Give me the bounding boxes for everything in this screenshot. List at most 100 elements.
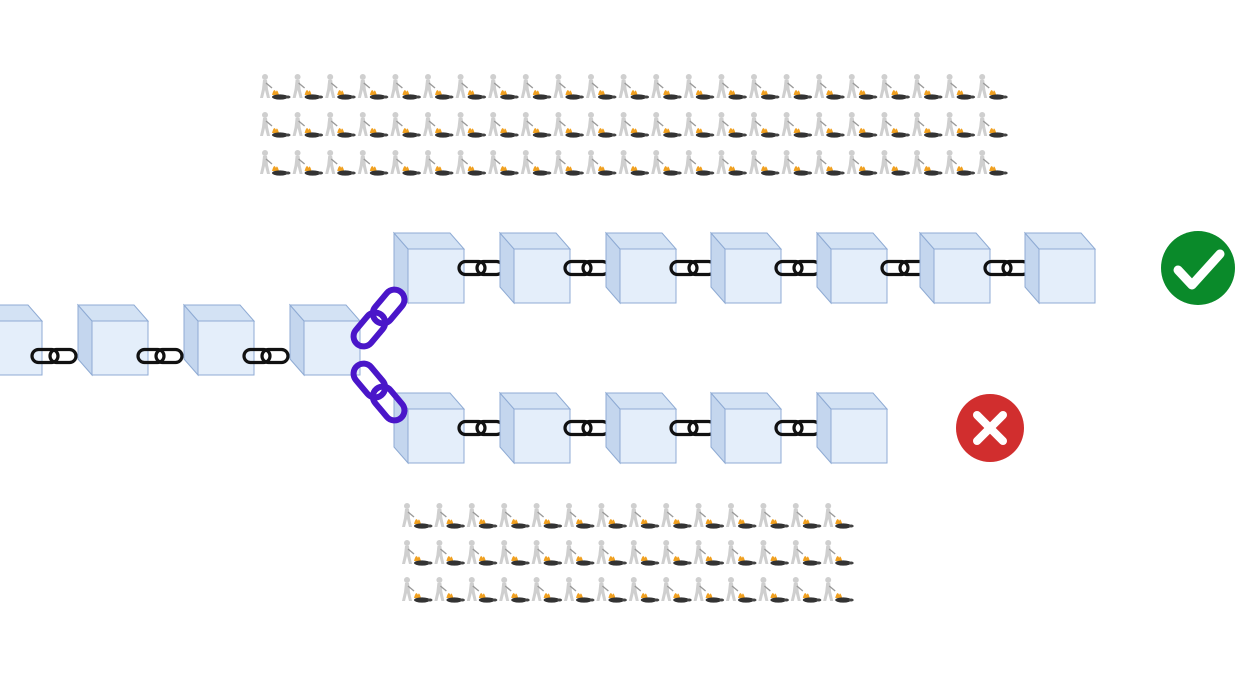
miner-icon — [357, 74, 389, 100]
miner-icon — [846, 74, 878, 100]
miner-icon — [651, 74, 682, 100]
miner-icon — [716, 150, 747, 176]
miner-icon — [749, 150, 780, 176]
miner-icon — [499, 540, 530, 566]
miner-icon — [618, 74, 650, 100]
miner-icon — [520, 112, 552, 138]
upper-branch-link-icon — [774, 259, 822, 277]
miner-icon — [823, 503, 854, 529]
lower-branch-chain — [392, 391, 889, 465]
miner-icon — [260, 150, 291, 176]
miner-icon — [683, 150, 715, 176]
miner-icon — [564, 540, 595, 566]
miner-icon — [260, 74, 291, 100]
miner-icon — [879, 74, 910, 100]
miner-icon — [586, 74, 617, 100]
upper-branch-block — [709, 231, 783, 305]
lower-branch-block — [709, 391, 783, 465]
miner-icon — [531, 503, 563, 529]
main-chain-block — [182, 303, 256, 377]
miner-icon — [357, 150, 389, 176]
fork-upper-link-icon — [350, 286, 408, 350]
miner-icon — [488, 74, 519, 100]
miner-icon — [596, 540, 627, 566]
miner-icon — [823, 540, 854, 566]
miner-icon — [564, 577, 595, 603]
upper-miners-group — [260, 74, 1008, 176]
miner-icon — [292, 74, 324, 100]
miner-icon — [879, 112, 910, 138]
main-chain-block — [0, 304, 44, 376]
miner-icon — [499, 503, 530, 529]
miner-icon — [564, 503, 595, 529]
miner-icon — [726, 503, 757, 529]
miner-icon — [814, 150, 845, 176]
miner-icon — [596, 503, 627, 529]
main-chain-link-icon — [136, 347, 184, 365]
miner-icon — [488, 150, 519, 176]
miner-icon — [944, 150, 976, 176]
miner-icon — [455, 150, 487, 176]
lower-branch-block — [815, 391, 889, 465]
main-chain-link-icon — [242, 347, 290, 365]
miner-icon — [488, 112, 519, 138]
miner-icon — [520, 150, 552, 176]
miner-icon — [260, 112, 291, 138]
lower-branch-link-icon — [669, 419, 717, 437]
miner-icon — [586, 150, 617, 176]
x-mark-stroke-b — [973, 411, 1007, 445]
miner-icon — [628, 577, 660, 603]
miner-icon — [628, 503, 660, 529]
miner-icon — [823, 577, 854, 603]
lower-branch-link-icon — [563, 419, 611, 437]
miner-icon — [683, 74, 715, 100]
miner-icon — [661, 503, 692, 529]
miner-icon — [846, 112, 878, 138]
upper-branch-link-icon — [669, 259, 717, 277]
miner-icon — [390, 150, 421, 176]
miner-icon — [466, 577, 498, 603]
miner-icon — [790, 540, 822, 566]
upper-branch-block — [498, 231, 572, 305]
lower-branch-block — [498, 391, 572, 465]
miner-icon — [434, 540, 465, 566]
main-chain-block — [76, 303, 150, 377]
miner-icon — [402, 540, 433, 566]
miner-icon — [466, 503, 498, 529]
miner-icon — [434, 503, 465, 529]
miner-icon — [553, 150, 584, 176]
miner-icon — [790, 577, 822, 603]
miner-icon — [628, 540, 660, 566]
miner-icon — [749, 112, 780, 138]
miner-icon — [586, 112, 617, 138]
miner-icon — [790, 503, 822, 529]
miner-icon — [781, 74, 813, 100]
upper-branch-block — [1023, 231, 1097, 305]
miner-icon — [716, 74, 747, 100]
miner-icon — [758, 503, 789, 529]
miner-icon — [402, 503, 433, 529]
miner-icon — [455, 74, 487, 100]
checkmark-circle — [1161, 231, 1235, 305]
miner-icon — [944, 112, 976, 138]
miner-icon — [977, 74, 1008, 100]
miner-icon — [749, 74, 780, 100]
miner-icon — [781, 112, 813, 138]
lower-miners-group — [402, 503, 854, 603]
miner-icon — [726, 577, 757, 603]
miner-icon — [944, 74, 976, 100]
miner-icon — [912, 150, 943, 176]
miner-icon — [912, 74, 943, 100]
miner-icon — [402, 577, 433, 603]
miner-icon — [693, 503, 725, 529]
upper-branch-link-icon — [880, 259, 928, 277]
miner-icon — [596, 577, 627, 603]
lower-branch-link-icon — [774, 419, 822, 437]
miner-icon — [520, 74, 552, 100]
lower-branch-link-icon — [457, 419, 505, 437]
main-chain-link-icon — [30, 347, 78, 365]
miner-icon — [726, 540, 757, 566]
miner-icon — [846, 150, 878, 176]
upper-branch-block — [918, 231, 992, 305]
